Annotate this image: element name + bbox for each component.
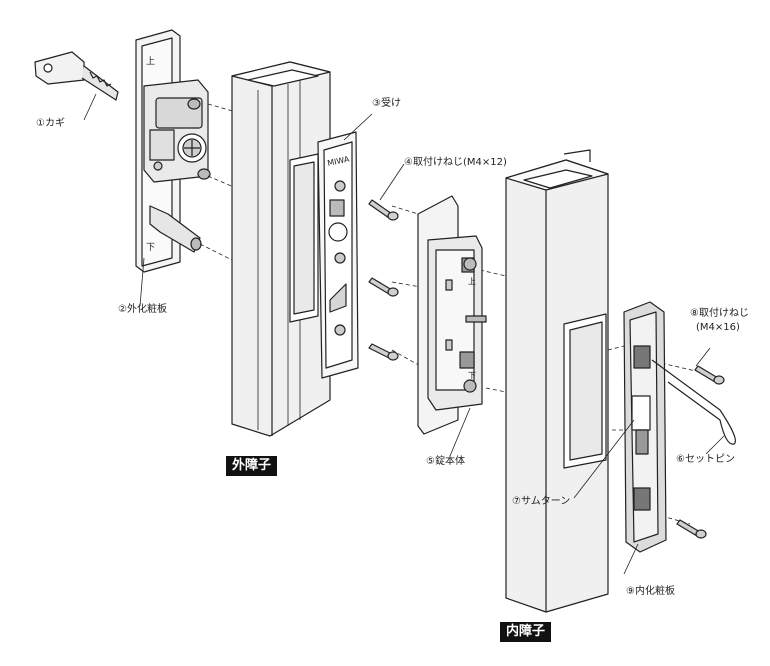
screw-large-icon	[676, 365, 725, 539]
label-inner-plate: ⑨内化粧板	[626, 586, 675, 597]
outer-plate-up-mark: 上	[146, 56, 155, 67]
label-set-pin: ⑥セットピン	[676, 454, 735, 465]
label-receiver: ③受け	[372, 98, 401, 109]
lock-body-down-mark: 下	[468, 371, 476, 380]
key-icon	[34, 51, 119, 101]
lock-body-icon	[417, 195, 487, 435]
label-outer-plate: ②外化粧板	[118, 304, 167, 315]
set-pin-icon	[651, 359, 736, 445]
outer-frame-icon	[231, 61, 331, 437]
screw-small-icon	[368, 199, 399, 361]
outer-plate-down-mark: 下	[146, 243, 155, 253]
label-screw-large-line2: (M4×16)	[696, 322, 740, 333]
tag-inner-frame: 内障子	[500, 622, 552, 642]
inner-plate-icon	[623, 301, 667, 553]
receiver-icon	[317, 131, 359, 379]
leader-lines	[83, 93, 725, 575]
label-screw-large-line1: ⑧取付けねじ	[690, 308, 749, 319]
label-key: ①カギ	[36, 118, 65, 129]
label-lock-body: ⑤錠本体	[426, 456, 465, 467]
lock-body-up-mark: 上	[468, 277, 476, 286]
label-screw-small: ④取付けねじ(M4×12)	[404, 157, 507, 168]
outer-plate-icon	[135, 29, 211, 273]
inner-frame-icon	[505, 149, 609, 613]
label-thumb-turn: ⑦サムターン	[512, 496, 571, 507]
tag-outer-frame: 外障子	[226, 456, 278, 476]
